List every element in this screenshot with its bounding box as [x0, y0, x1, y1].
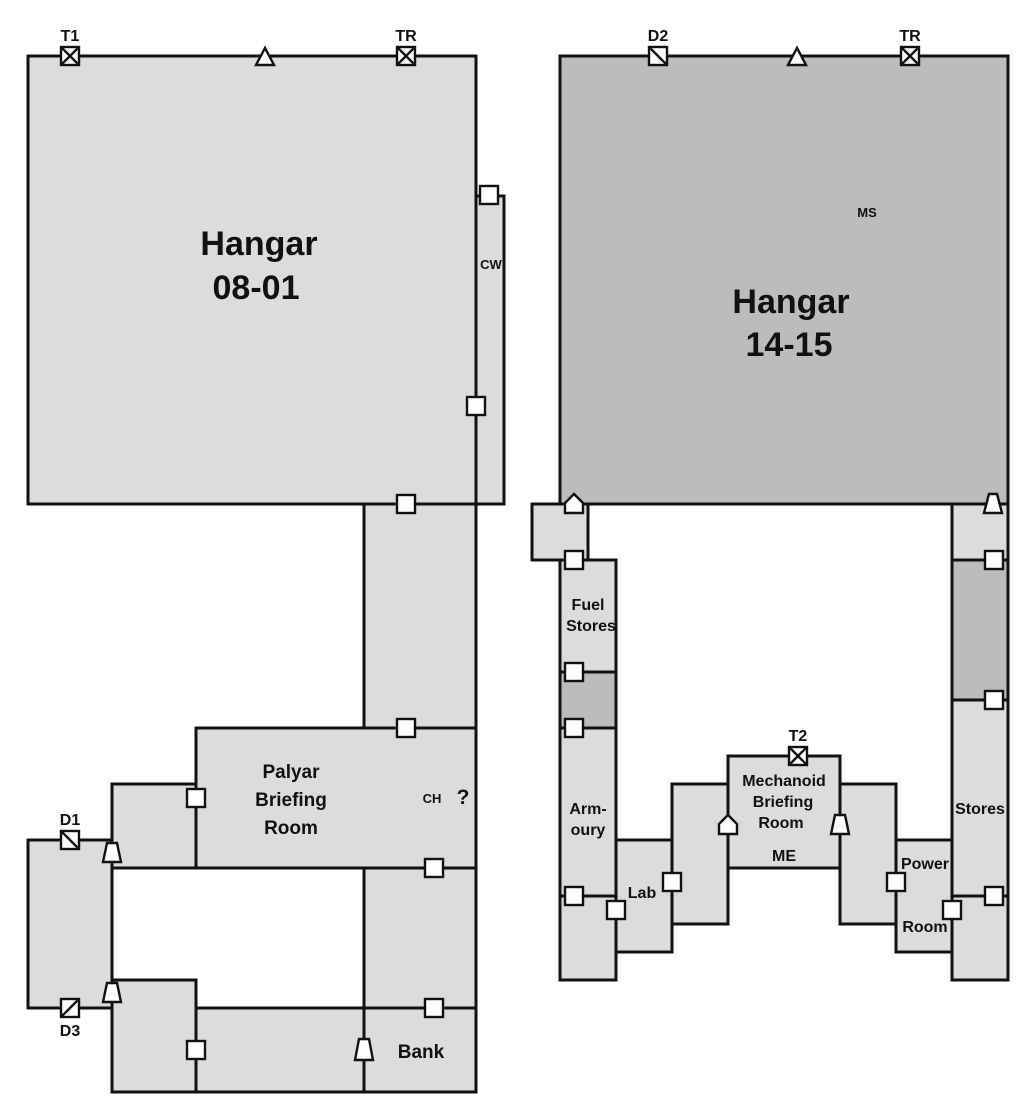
labels: Hangar 08-01 Hangar 14-15 CW MS Palyar B…	[60, 28, 1005, 1063]
mech-label-2: Briefing	[753, 794, 813, 811]
tr-left-label: TR	[395, 28, 417, 45]
tr-left-marker-icon	[395, 45, 417, 67]
trapezoid-icon	[829, 813, 851, 836]
stores	[950, 698, 1010, 898]
palyar-label-1: Palyar	[262, 762, 320, 783]
trapezoid-icon	[353, 1037, 375, 1062]
d2-marker-icon	[647, 45, 669, 67]
door-icon	[423, 997, 445, 1019]
question-mark-label: ?	[457, 786, 470, 809]
hangar-south-corridor	[362, 502, 478, 730]
t2-label: T2	[789, 728, 808, 745]
door-icon	[941, 899, 963, 921]
door-icon	[563, 717, 585, 739]
cw-corridor	[474, 194, 506, 506]
trapezoid-icon	[982, 492, 1004, 515]
mech-label-1: Mechanoid	[742, 773, 826, 790]
lab	[614, 838, 674, 954]
mech-label-3: Room	[758, 815, 803, 832]
door-icon	[478, 184, 500, 206]
fuel-stores	[558, 558, 618, 674]
d1-marker-icon	[59, 829, 81, 851]
palyar-briefing-room	[194, 726, 478, 870]
me-label: ME	[772, 848, 796, 865]
palyar-label-2: Briefing	[255, 790, 327, 811]
door-icon	[563, 661, 585, 683]
southwest-room	[110, 978, 198, 1094]
door-icon	[885, 871, 907, 893]
stores-label: Stores	[955, 801, 1005, 818]
mech-east-room	[838, 782, 898, 926]
tr-right-label: TR	[899, 28, 921, 45]
d1-label: D1	[60, 812, 81, 829]
mechanoid-briefing-room	[726, 754, 842, 870]
door-icon	[563, 885, 585, 907]
door-icon	[563, 549, 585, 571]
hangar-08-01-title-line1: Hangar	[200, 225, 317, 263]
door-icon	[395, 717, 417, 739]
hangar-08-01-title-line2: 08-01	[213, 269, 300, 307]
bank-room	[362, 1006, 478, 1094]
door-icon	[661, 871, 683, 893]
pentagon-icon	[563, 492, 585, 515]
door-icon	[605, 899, 627, 921]
fuel-label-1: Fuel	[572, 597, 605, 614]
doors	[185, 184, 1005, 1061]
t1-marker-icon	[59, 45, 81, 67]
east-corridor	[362, 866, 478, 1010]
power-room	[894, 838, 954, 954]
hangar-14-15-title-line2: 14-15	[746, 326, 833, 364]
south-corridor	[194, 1006, 366, 1094]
door-icon	[983, 885, 1005, 907]
t2-marker-icon	[787, 745, 809, 767]
fuel-label-2: Stores	[566, 618, 616, 635]
ms-label: MS	[857, 205, 877, 220]
door-icon	[423, 857, 445, 879]
pentagon-icon	[717, 813, 739, 836]
door-icon	[983, 689, 1005, 711]
left-complex	[26, 54, 506, 1094]
trapezoid-icon	[101, 841, 123, 864]
triangle-icon	[786, 45, 808, 67]
bank-label: Bank	[398, 1042, 445, 1063]
right-complex	[530, 54, 1010, 982]
east-dark-block	[950, 558, 1010, 702]
cw-label: CW	[480, 257, 502, 272]
special-symbols	[101, 45, 1004, 1062]
power-room-label: Room	[902, 919, 947, 936]
markers	[59, 45, 921, 1019]
door-icon	[185, 1039, 207, 1061]
palyar-west-annex	[110, 782, 198, 870]
door-icon	[185, 787, 207, 809]
trapezoid-icon	[101, 981, 123, 1004]
hangar-14-15-title-line1: Hangar	[732, 283, 849, 321]
triangle-icon	[254, 45, 276, 67]
armoury-label-2: oury	[571, 822, 606, 839]
west-corridor-block	[26, 838, 114, 1010]
ch-label: CH	[423, 791, 442, 806]
door-icon	[465, 395, 487, 417]
d3-marker-icon	[59, 997, 81, 1019]
d2-label: D2	[648, 28, 669, 45]
lab-label: Lab	[628, 885, 657, 902]
power-label: Power	[901, 856, 949, 873]
hangar-08-01	[26, 54, 478, 506]
armoury	[558, 726, 618, 898]
tr-right-marker-icon	[899, 45, 921, 67]
door-icon	[983, 549, 1005, 571]
palyar-label-3: Room	[264, 818, 318, 839]
door-icon	[395, 493, 417, 515]
armoury-label-1: Arm-	[569, 801, 606, 818]
d3-label: D3	[60, 1023, 81, 1040]
t1-label: T1	[61, 28, 80, 45]
lab-north	[670, 782, 730, 926]
hangar-14-15	[558, 54, 1010, 506]
